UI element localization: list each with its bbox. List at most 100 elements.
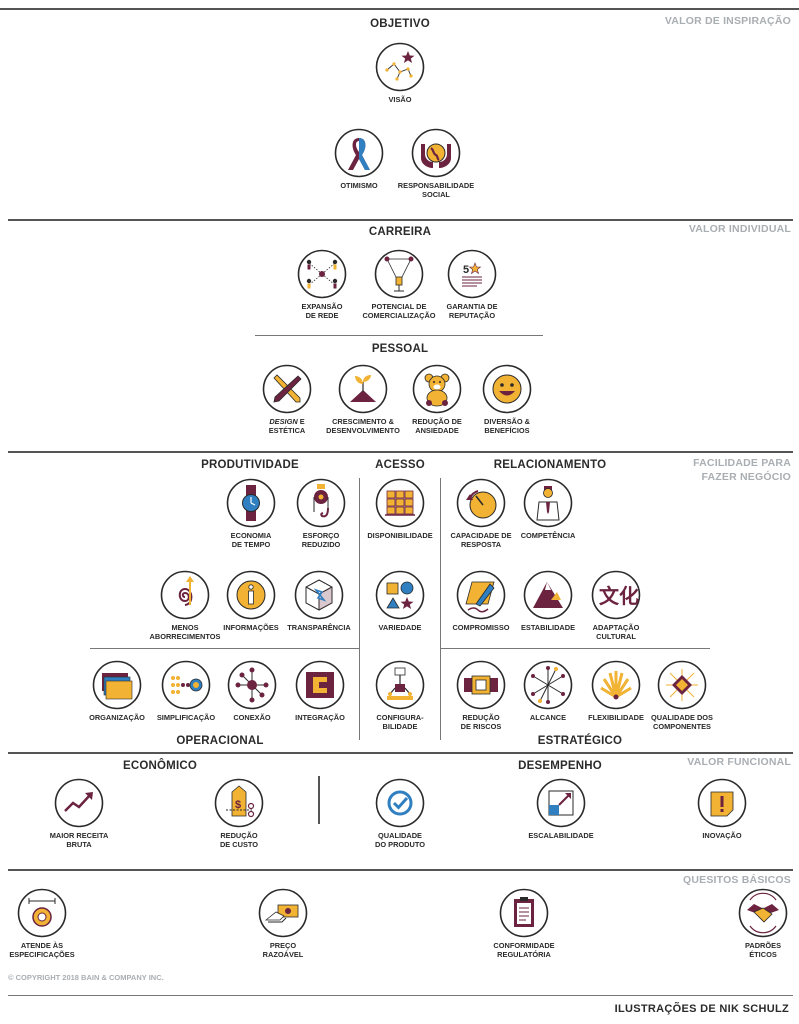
element-label: ESFORÇO REDUZIDO bbox=[301, 531, 341, 549]
element-label: MENOS ABORRECIMENTOS bbox=[149, 623, 221, 641]
element-adaptacao-cultural: 文化 ADAPTAÇÃO CULTURAL bbox=[571, 570, 661, 641]
element-conexao: CONEXÃO bbox=[207, 660, 297, 722]
element-label: DISPONIBILIDADE bbox=[367, 531, 433, 540]
element-atende-especificacoes: ATENDE ÀS ESPECIFICAÇÕES bbox=[0, 888, 87, 959]
signing-pen-icon bbox=[456, 570, 506, 620]
element-design-estetica: DESIGN E ESTÉTICA bbox=[242, 364, 332, 435]
element-label: PREÇO RAZOÁVEL bbox=[262, 941, 304, 959]
functional-divider bbox=[318, 776, 320, 824]
element-preco-razoavel: PREÇO RAZOÁVEL bbox=[238, 888, 328, 959]
element-organizacao: ORGANIZAÇÃO bbox=[72, 660, 162, 722]
chip-icon bbox=[657, 660, 707, 710]
tier-divider-individual bbox=[8, 219, 793, 221]
element-label: ORGANIZAÇÃO bbox=[89, 713, 145, 722]
element-label: ATENDE ÀS ESPECIFICAÇÕES bbox=[9, 941, 75, 959]
section-pessoal: PESSOAL bbox=[371, 343, 429, 355]
element-competencia: COMPETÊNCIA bbox=[503, 478, 593, 540]
hands-globe-icon bbox=[411, 128, 461, 178]
element-otimismo: OTIMISMO bbox=[314, 128, 404, 190]
section-objetivo: OBJETIVO bbox=[370, 18, 430, 30]
element-conformidade-regulatoria: CONFORMIDADE REGULATÓRIA bbox=[479, 888, 569, 959]
estrategico-divider bbox=[440, 648, 710, 649]
section-operacional: OPERACIONAL bbox=[176, 735, 264, 747]
element-potencial-comercializacao: POTENCIAL DE COMERCIALIZAÇÃO bbox=[354, 249, 444, 320]
element-label: INOVAÇÃO bbox=[702, 831, 742, 840]
element-label: POTENCIAL DE COMERCIALIZAÇÃO bbox=[362, 302, 436, 320]
section-relacionamento: RELACIONAMENTO bbox=[493, 459, 607, 471]
element-reducao-riscos: REDUÇÃO DE RISCOS bbox=[436, 660, 526, 731]
tier-label-ease-2: FAZER NEGÓCIO bbox=[701, 471, 791, 483]
network-people-icon bbox=[297, 249, 347, 299]
sprout-icon bbox=[338, 364, 388, 414]
element-expansao-de-rede: EXPANSÃO DE REDE bbox=[277, 249, 367, 320]
timer-icon bbox=[456, 478, 506, 528]
element-label: REDUÇÃO DE RISCOS bbox=[460, 713, 502, 731]
element-label: ALCANCE bbox=[529, 713, 567, 722]
element-label: CAPACIDADE DE RESPOSTA bbox=[450, 531, 512, 549]
robot-arm-icon bbox=[375, 660, 425, 710]
exclamation-note-icon bbox=[697, 778, 747, 828]
element-qualidade-produto: QUALIDADE DO PRODUTO bbox=[355, 778, 445, 849]
element-label: CONFORMIDADE REGULATÓRIA bbox=[493, 941, 555, 959]
element-label: SIMPLIFICAÇÃO bbox=[156, 713, 216, 722]
element-capacidade-resposta: CAPACIDADE DE RESPOSTA bbox=[436, 478, 526, 549]
element-configurabilidade: CONFIGURA- BILIDADE bbox=[355, 660, 445, 731]
element-label: QUALIDADE DO PRODUTO bbox=[375, 831, 425, 849]
element-crescimento: CRESCIMENTO & DESENVOLVIMENTO bbox=[318, 364, 408, 435]
tier-divider-functional bbox=[8, 752, 793, 754]
pulley-icon bbox=[296, 478, 346, 528]
element-label: VISÃO bbox=[388, 95, 412, 104]
element-integracao: INTEGRAÇÃO bbox=[275, 660, 365, 722]
element-informacoes: INFORMAÇÕES bbox=[206, 570, 296, 632]
chinese-characters-icon: 文化 bbox=[591, 570, 641, 620]
element-label: QUALIDADE DOS COMPONENTES bbox=[650, 713, 713, 731]
tier-label-basic: QUESITOS BÁSICOS bbox=[682, 874, 791, 886]
trend-up-icon bbox=[54, 778, 104, 828]
pessoal-divider bbox=[255, 335, 543, 336]
caliper-ring-icon bbox=[17, 888, 67, 938]
element-label: COMPROMISSO bbox=[452, 623, 510, 632]
element-label: RESPONSABILIDADE SOCIAL bbox=[397, 181, 475, 199]
element-padroes-eticos: PADRÕES ÉTICOS bbox=[718, 888, 799, 959]
shapes-icon bbox=[375, 570, 425, 620]
element-responsabilidade-social: RESPONSABILIDADE SOCIAL bbox=[391, 128, 481, 199]
buckle-icon bbox=[456, 660, 506, 710]
element-label: VARIEDADE bbox=[378, 623, 422, 632]
element-label: OTIMISMO bbox=[340, 181, 378, 190]
element-label: DIVERSÃO & BENEFÍCIOS bbox=[484, 417, 530, 435]
element-disponibilidade: DISPONIBILIDADE bbox=[355, 478, 445, 540]
design-em-text: DESIGN bbox=[269, 417, 298, 426]
illustrations-credit: ILUSTRAÇÕES DE NIK SCHULZ bbox=[614, 1003, 789, 1015]
element-label: DESIGN E ESTÉTICA bbox=[242, 417, 332, 435]
operacional-divider bbox=[90, 648, 360, 649]
teddy-bear-icon bbox=[412, 364, 462, 414]
handshake-icon bbox=[738, 888, 788, 938]
section-economico: ECONÔMICO bbox=[123, 760, 197, 772]
element-escalabilidade: ESCALABILIDADE bbox=[516, 778, 606, 840]
element-garantia-reputacao: 5 GARANTIA DE REPUTAÇÃO bbox=[427, 249, 517, 320]
element-label: MAIOR RECEITA BRUTA bbox=[49, 831, 109, 849]
element-flexibilidade: FLEXIBILIDADE bbox=[571, 660, 661, 722]
element-label: CONEXÃO bbox=[233, 713, 271, 722]
element-visao: VISÃO bbox=[355, 42, 445, 104]
element-label: PADRÕES ÉTICOS bbox=[745, 941, 781, 959]
rated-document-icon: 5 bbox=[447, 249, 497, 299]
element-label: GARANTIA DE REPUTAÇÃO bbox=[446, 302, 498, 320]
ribbon-icon bbox=[334, 128, 384, 178]
tier-label-functional: VALOR FUNCIONAL bbox=[687, 756, 791, 768]
tier-label-inspirational: VALOR DE INSPIRAÇÃO bbox=[664, 15, 791, 27]
smiley-icon bbox=[482, 364, 532, 414]
folders-icon bbox=[92, 660, 142, 710]
pencil-brush-icon bbox=[262, 364, 312, 414]
element-estabilidade: ESTABILIDADE bbox=[503, 570, 593, 632]
element-menos-aborrecimentos: MENOS ABORRECIMENTOS bbox=[140, 570, 230, 641]
section-acesso: ACESSO bbox=[375, 459, 425, 471]
wristwatch-icon bbox=[226, 478, 276, 528]
stacked-boxes-icon bbox=[375, 478, 425, 528]
element-variedade: VARIEDADE bbox=[355, 570, 445, 632]
element-label: COMPETÊNCIA bbox=[520, 531, 576, 540]
section-estrategico: ESTRATÉGICO bbox=[537, 735, 623, 747]
tier-label-individual: VALOR INDIVIDUAL bbox=[688, 223, 791, 235]
svg-text:文化: 文化 bbox=[599, 584, 639, 608]
element-label: INFORMAÇÕES bbox=[223, 623, 279, 632]
